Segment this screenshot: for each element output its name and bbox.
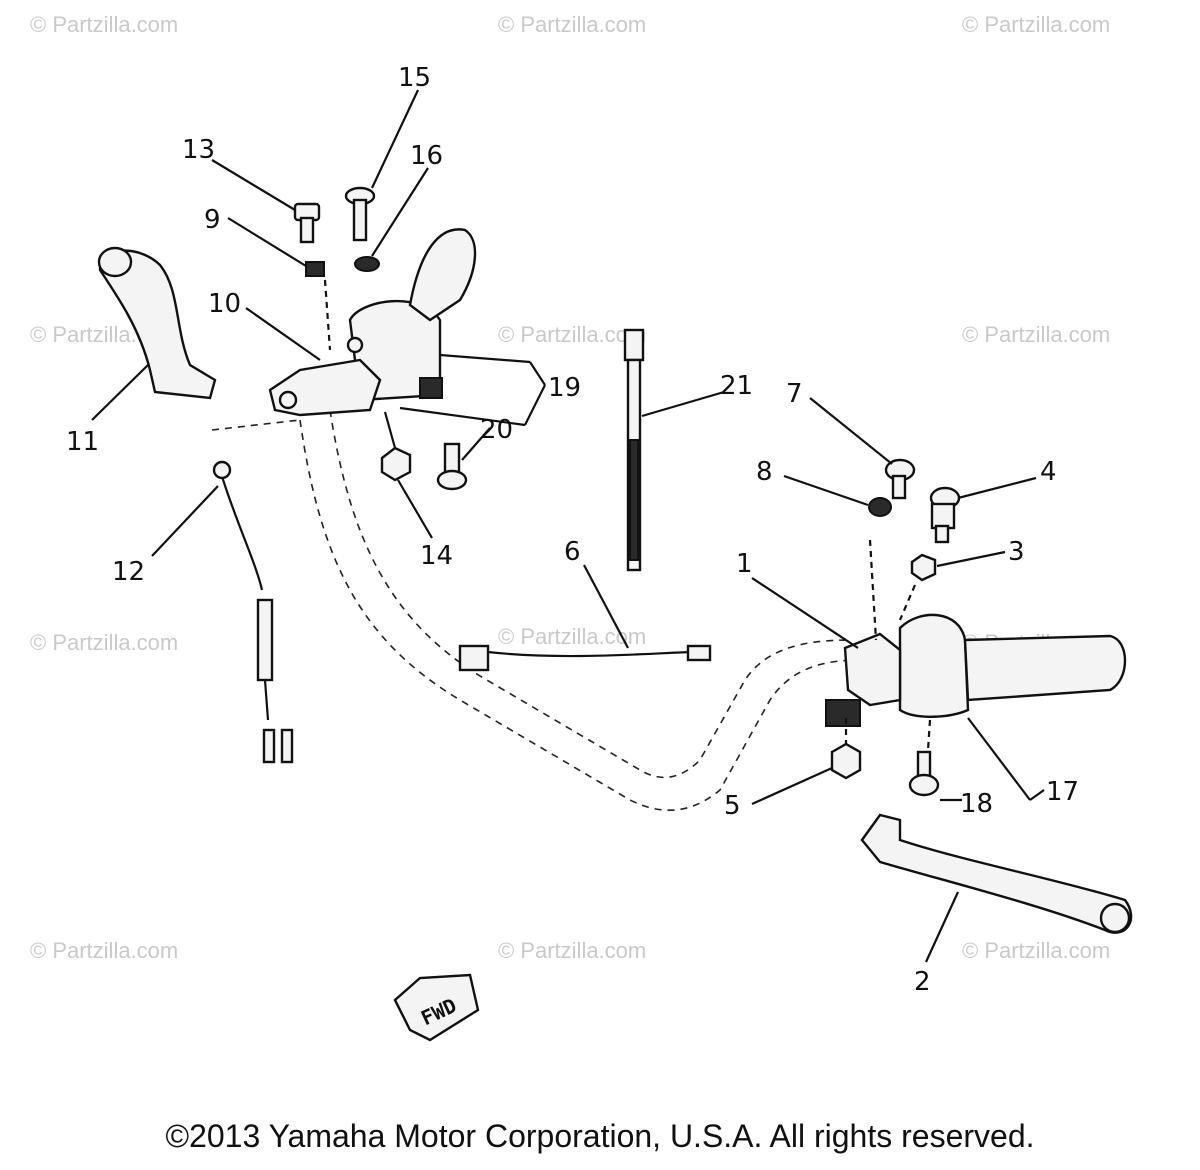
watermark: © Partzilla.com bbox=[498, 12, 646, 37]
watermark: © Partzilla.com bbox=[30, 12, 178, 37]
callout-5: 5 bbox=[724, 791, 741, 821]
callout-9: 9 bbox=[204, 205, 221, 235]
callout-15: 15 bbox=[398, 63, 431, 93]
right-switch-assembly-part bbox=[825, 613, 1127, 727]
callout-19: 19 bbox=[548, 373, 581, 403]
cable-12-part bbox=[212, 460, 294, 764]
bolt-4-part bbox=[929, 486, 961, 544]
callout-17: 17 bbox=[1046, 777, 1079, 807]
watermark: © Partzilla.com bbox=[498, 938, 646, 963]
callout-10: 10 bbox=[208, 289, 241, 319]
screw-15-part bbox=[344, 186, 376, 242]
callout-12: 12 bbox=[112, 557, 145, 587]
watermark: © Partzilla.com bbox=[30, 938, 178, 963]
forward-direction-arrow: FWD bbox=[393, 973, 480, 1042]
nut-9-part bbox=[305, 261, 325, 277]
screw-20-part bbox=[436, 442, 468, 491]
handlebar-outline bbox=[211, 409, 861, 812]
nut-8-part bbox=[868, 497, 892, 517]
callout-3: 3 bbox=[1008, 537, 1025, 567]
nut-5-part bbox=[830, 742, 862, 780]
screw-18-part bbox=[908, 750, 940, 797]
callout-1: 1 bbox=[736, 549, 753, 579]
washer-16-part bbox=[354, 256, 380, 272]
watermark: © Partzilla.com bbox=[962, 12, 1110, 37]
callout-18: 18 bbox=[960, 789, 993, 819]
copyright-notice: ©2013 Yamaha Motor Corporation, U.S.A. A… bbox=[165, 1118, 1035, 1154]
callout-6: 6 bbox=[564, 537, 581, 567]
callout-4: 4 bbox=[1040, 457, 1057, 487]
watermark: © Partzilla.com bbox=[962, 938, 1110, 963]
callout-11: 11 bbox=[66, 427, 99, 457]
washer-3-part bbox=[910, 553, 937, 582]
exploded-view-svg: © Partzilla.com © Partzilla.com © Partzi… bbox=[30, 12, 1133, 1042]
callout-14: 14 bbox=[420, 541, 453, 571]
lever-holder-assembly-part bbox=[268, 228, 477, 417]
brake-lever-part bbox=[860, 813, 1133, 934]
leader-lines bbox=[91, 89, 1045, 963]
callout-21: 21 bbox=[720, 371, 753, 401]
callout-13: 13 bbox=[182, 135, 215, 165]
callout-2: 2 bbox=[914, 967, 931, 997]
cable-tie-21-part bbox=[623, 328, 645, 572]
clutch-lever-part bbox=[97, 246, 217, 400]
callout-20: 20 bbox=[480, 415, 513, 445]
bolt-13-part bbox=[293, 202, 321, 244]
callout-7: 7 bbox=[786, 379, 803, 409]
watermark: © Partzilla.com bbox=[498, 624, 646, 649]
nut-14-part bbox=[380, 446, 412, 482]
callout-16: 16 bbox=[410, 141, 443, 171]
watermark: © Partzilla.com bbox=[498, 322, 646, 347]
watermark: © Partzilla.com bbox=[30, 630, 178, 655]
callout-8: 8 bbox=[756, 457, 773, 487]
wire-lead-6-part bbox=[458, 644, 712, 672]
bolt-7-part bbox=[884, 458, 916, 500]
watermark: © Partzilla.com bbox=[962, 322, 1110, 347]
